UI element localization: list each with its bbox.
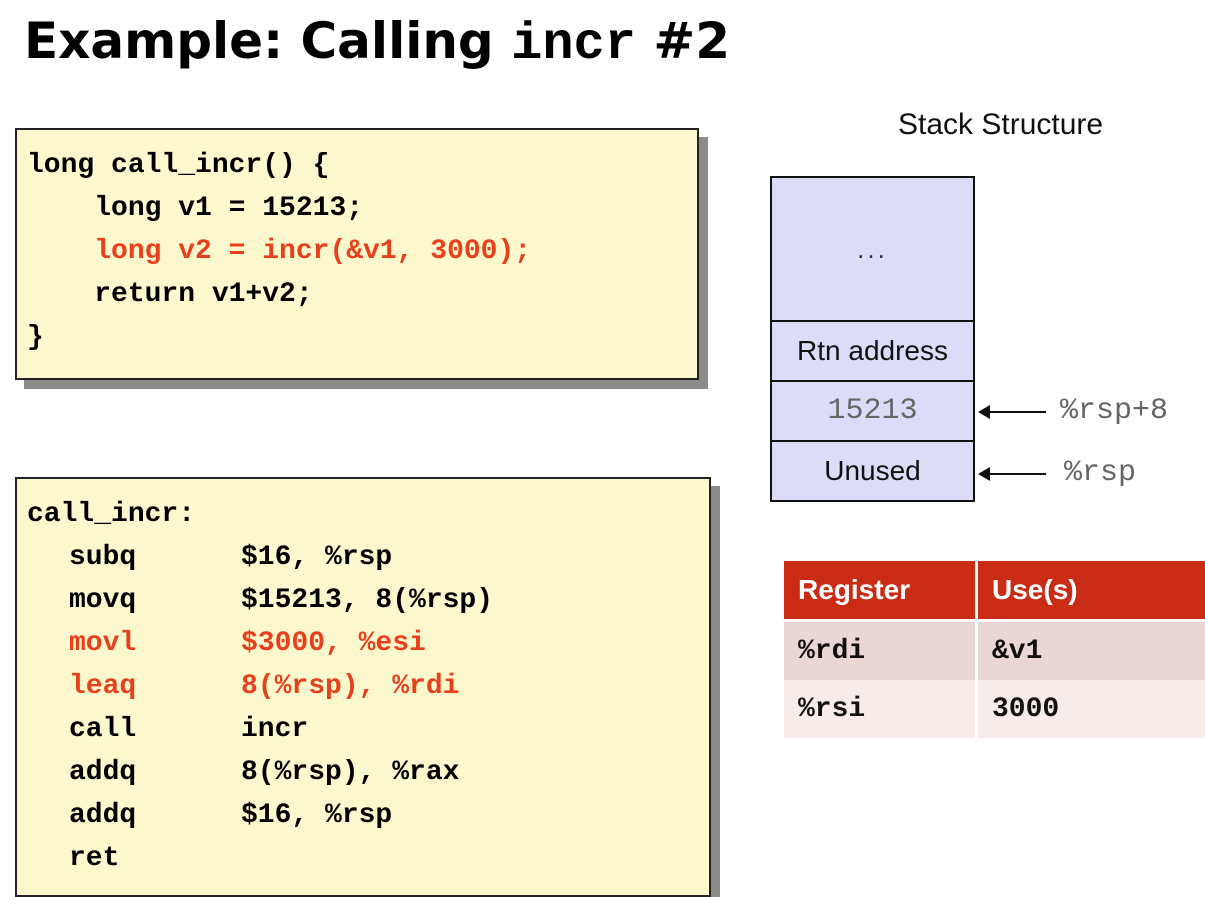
- register-table-header: Register Use(s): [784, 561, 1205, 621]
- stack-cell-unused: Unused: [772, 442, 973, 500]
- asm-op: addq: [69, 751, 241, 794]
- c-code-line-highlighted: long v2 = incr(&v1, 3000);: [27, 230, 697, 273]
- asm-args: $3000, %esi: [241, 622, 426, 665]
- register-table: Register Use(s) %rdi &v1 %rsi 3000: [784, 561, 1205, 738]
- asm-op: leaq: [69, 665, 241, 708]
- asm-line: ret: [27, 837, 709, 880]
- pointer-arrow-line: [988, 411, 1046, 413]
- asm-line: movq$15213, 8(%rsp): [27, 579, 709, 622]
- asm-op: addq: [69, 794, 241, 837]
- pointer-arrow-line: [988, 473, 1046, 475]
- pointer-label-rsp: %rsp: [1064, 456, 1136, 490]
- c-code-box: long call_incr() { long v1 = 15213; long…: [15, 128, 699, 380]
- stack-title: Stack Structure: [898, 108, 1103, 142]
- c-code-line: }: [27, 316, 697, 359]
- register-name: %rdi: [784, 621, 977, 681]
- title-suffix: #2: [636, 12, 730, 70]
- slide-title: Example: Calling incr #2: [24, 14, 730, 73]
- c-code-line: return v1+v2;: [27, 273, 697, 316]
- table-row: %rsi 3000: [784, 680, 1205, 738]
- asm-op: call: [69, 708, 241, 751]
- asm-op: movq: [69, 579, 241, 622]
- title-function-name: incr: [511, 15, 636, 74]
- asm-args: $15213, 8(%rsp): [241, 579, 493, 622]
- c-code-line: long call_incr() {: [27, 144, 697, 187]
- asm-line: subq$16, %rsp: [27, 536, 709, 579]
- header-register: Register: [784, 561, 977, 621]
- asm-op: subq: [69, 536, 241, 579]
- c-code-line: long v1 = 15213;: [27, 187, 697, 230]
- stack-diagram: ... Rtn address 15213 Unused: [770, 176, 975, 502]
- table-row: %rdi &v1: [784, 621, 1205, 681]
- asm-args: 8(%rsp), %rdi: [241, 665, 459, 708]
- stack-cell-return-address: Rtn address: [772, 322, 973, 382]
- register-use: 3000: [977, 680, 1205, 738]
- title-text: Example: Calling: [24, 12, 511, 70]
- asm-op: movl: [69, 622, 241, 665]
- register-name: %rsi: [784, 680, 977, 738]
- header-uses: Use(s): [977, 561, 1205, 621]
- asm-code-box: call_incr: subq$16, %rsp movq$15213, 8(%…: [15, 477, 711, 897]
- asm-op: ret: [69, 837, 241, 880]
- asm-line-highlighted: movl$3000, %esi: [27, 622, 709, 665]
- asm-args: $16, %rsp: [241, 794, 392, 837]
- asm-args: incr: [241, 708, 308, 751]
- asm-label: call_incr:: [27, 493, 709, 536]
- stack-cell-v1: 15213: [772, 382, 973, 442]
- asm-args: 8(%rsp), %rax: [241, 751, 459, 794]
- asm-args: $16, %rsp: [241, 536, 392, 579]
- pointer-label-rsp-plus-8: %rsp+8: [1060, 394, 1168, 428]
- register-use: &v1: [977, 621, 1205, 681]
- asm-line: addq$16, %rsp: [27, 794, 709, 837]
- stack-cell-ellipsis: ...: [772, 178, 973, 322]
